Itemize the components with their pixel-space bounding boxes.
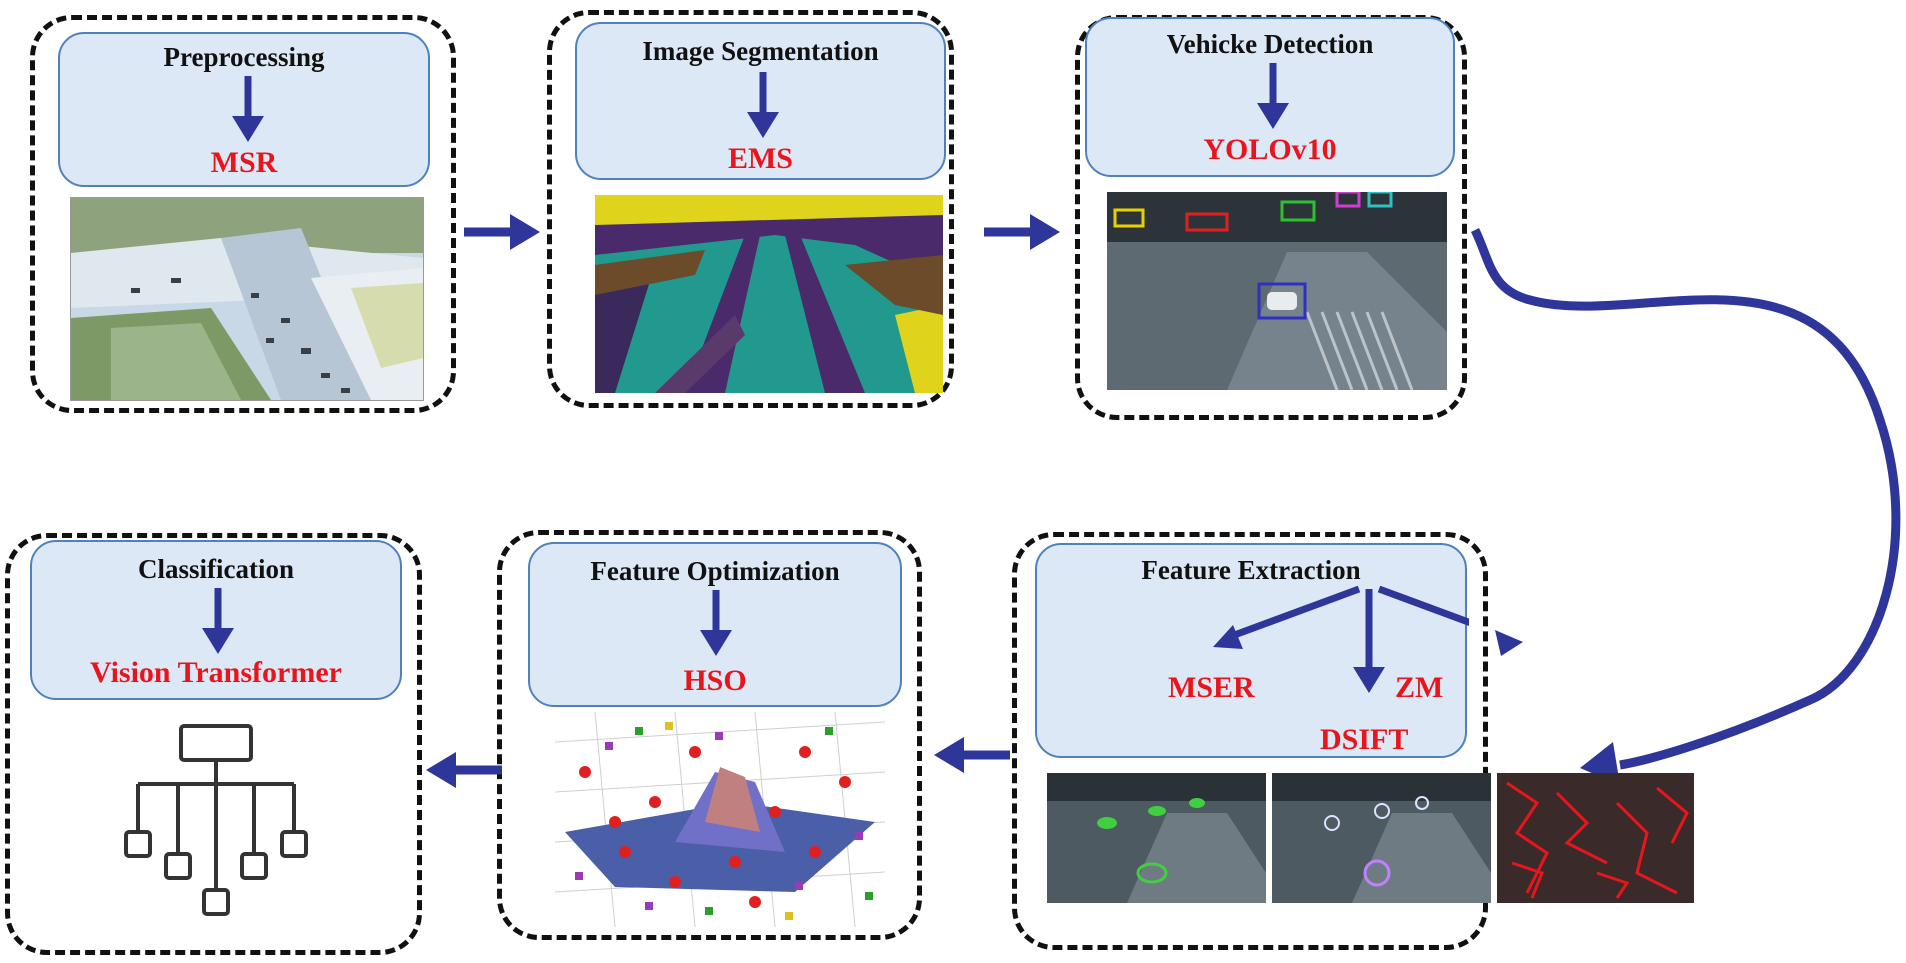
zm-label: ZM	[1395, 671, 1444, 704]
segmentation-title: Image Segmentation	[642, 36, 879, 66]
segmentation-method: EMS	[727, 142, 793, 175]
segmentation-image	[595, 195, 943, 393]
detection-title: Vehicke Detection	[1166, 29, 1374, 59]
classification-title: Classification	[137, 554, 294, 584]
zm-image	[1497, 773, 1694, 903]
down-arrow-icon	[202, 588, 234, 654]
right-arrow-icon	[464, 214, 540, 250]
extraction-box: Feature Extraction MSER DSIFT ZM	[1035, 543, 1469, 758]
branch-arrowhead	[1495, 630, 1523, 656]
optimization-method: HSO	[683, 664, 747, 697]
optimization-title: Feature Optimization	[590, 556, 840, 586]
hierarchy-icon	[124, 724, 308, 916]
preprocessing-stage	[30, 15, 456, 413]
preprocessing-title: Preprocessing	[163, 42, 325, 72]
curved-connector-arrow	[1470, 227, 1901, 785]
detection-method: YOLOv10	[1203, 133, 1337, 166]
right-arrow-icon	[984, 214, 1060, 250]
down-arrow-icon	[700, 590, 732, 656]
down-arrow-icon	[747, 72, 779, 138]
dsift-label: DSIFT	[1320, 723, 1409, 756]
classification-stage	[5, 533, 422, 955]
dsift-image	[1272, 773, 1491, 903]
detection-image	[1107, 192, 1447, 390]
preprocessing-box: Preprocessing MSR	[58, 32, 430, 187]
left-arrow-icon	[426, 752, 502, 788]
preprocessing-method: MSR	[210, 146, 278, 179]
mser-label: MSER	[1168, 671, 1255, 704]
segmentation-box: Image Segmentation EMS	[575, 22, 946, 180]
branch-arrows	[1213, 585, 1469, 693]
optimization-image	[555, 712, 885, 927]
segmentation-stage	[547, 10, 954, 408]
optimization-stage	[497, 530, 922, 940]
extraction-title: Feature Extraction	[1141, 555, 1361, 585]
extraction-stage	[1012, 532, 1488, 950]
classification-method: Vision Transformer	[90, 656, 342, 689]
down-arrow-icon	[232, 76, 264, 142]
preprocessing-image	[70, 197, 424, 401]
optimization-box: Feature Optimization HSO	[528, 542, 902, 707]
left-arrow-icon	[934, 737, 1010, 773]
classification-box: Classification Vision Transformer	[30, 540, 402, 700]
down-arrow-icon	[1257, 63, 1289, 129]
mser-image	[1047, 773, 1266, 903]
detection-box: Vehicke Detection YOLOv10	[1085, 17, 1455, 177]
